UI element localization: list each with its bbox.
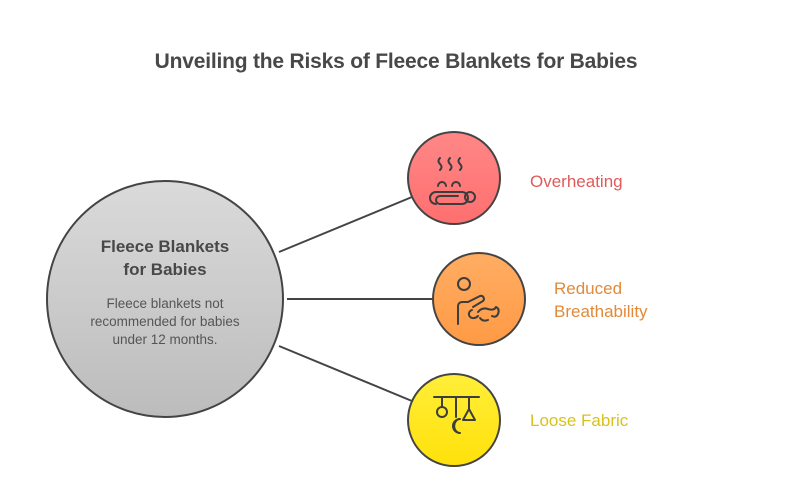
risk-node-overheating (407, 131, 501, 225)
hanging-mobile-icon (433, 396, 480, 434)
diagram-title: Unveiling the Risks of Fleece Blankets f… (154, 50, 638, 73)
risk-label-overheating: Overheating (530, 172, 623, 191)
connector-loose-fabric (278, 345, 413, 402)
risk-label-reduced-breathability: Reduced Breathability (554, 277, 648, 323)
center-description: Fleece blankets not recommended for babi… (90, 296, 240, 347)
center-node (46, 180, 284, 418)
risk-label-line-1: Reduced (554, 279, 623, 298)
risk-node-reduced-breathability (432, 252, 526, 346)
connector-overheating (278, 196, 413, 253)
steaming-baby-icon (429, 157, 476, 205)
adult-touching-baby-icon (457, 277, 500, 325)
risk-node-loose-fabric (407, 373, 501, 467)
risk-label-loose-fabric: Loose Fabric (530, 411, 629, 430)
risk-label-line-2: Breathability (554, 302, 648, 321)
center-title-line-1: Fleece Blankets (100, 237, 230, 256)
center-title: Fleece Blankets for Babies (70, 235, 260, 281)
center-title-line-2: for Babies (123, 260, 207, 279)
